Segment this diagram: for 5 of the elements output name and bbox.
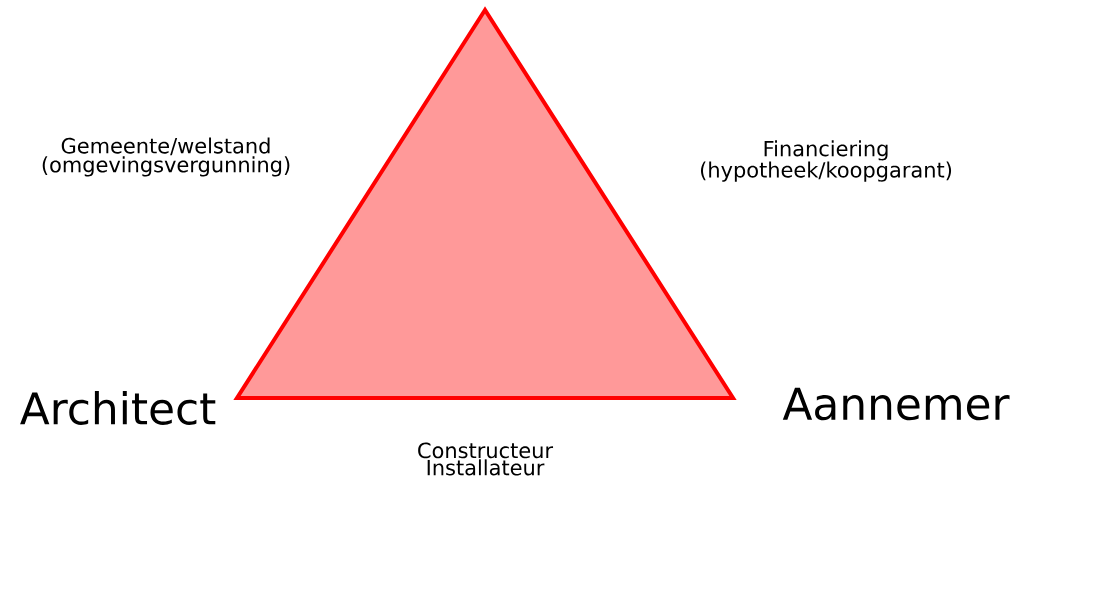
label-text: Gemeente/welstand (omgevingsvergunning) (42, 137, 290, 177)
label-text: Financiering (hypotheek/koopgarant) (700, 140, 952, 182)
corner-label: Architect (20, 391, 216, 425)
label-text: Constructeur Installateur (418, 442, 554, 476)
corner-label: Aannemer (782, 387, 1010, 421)
